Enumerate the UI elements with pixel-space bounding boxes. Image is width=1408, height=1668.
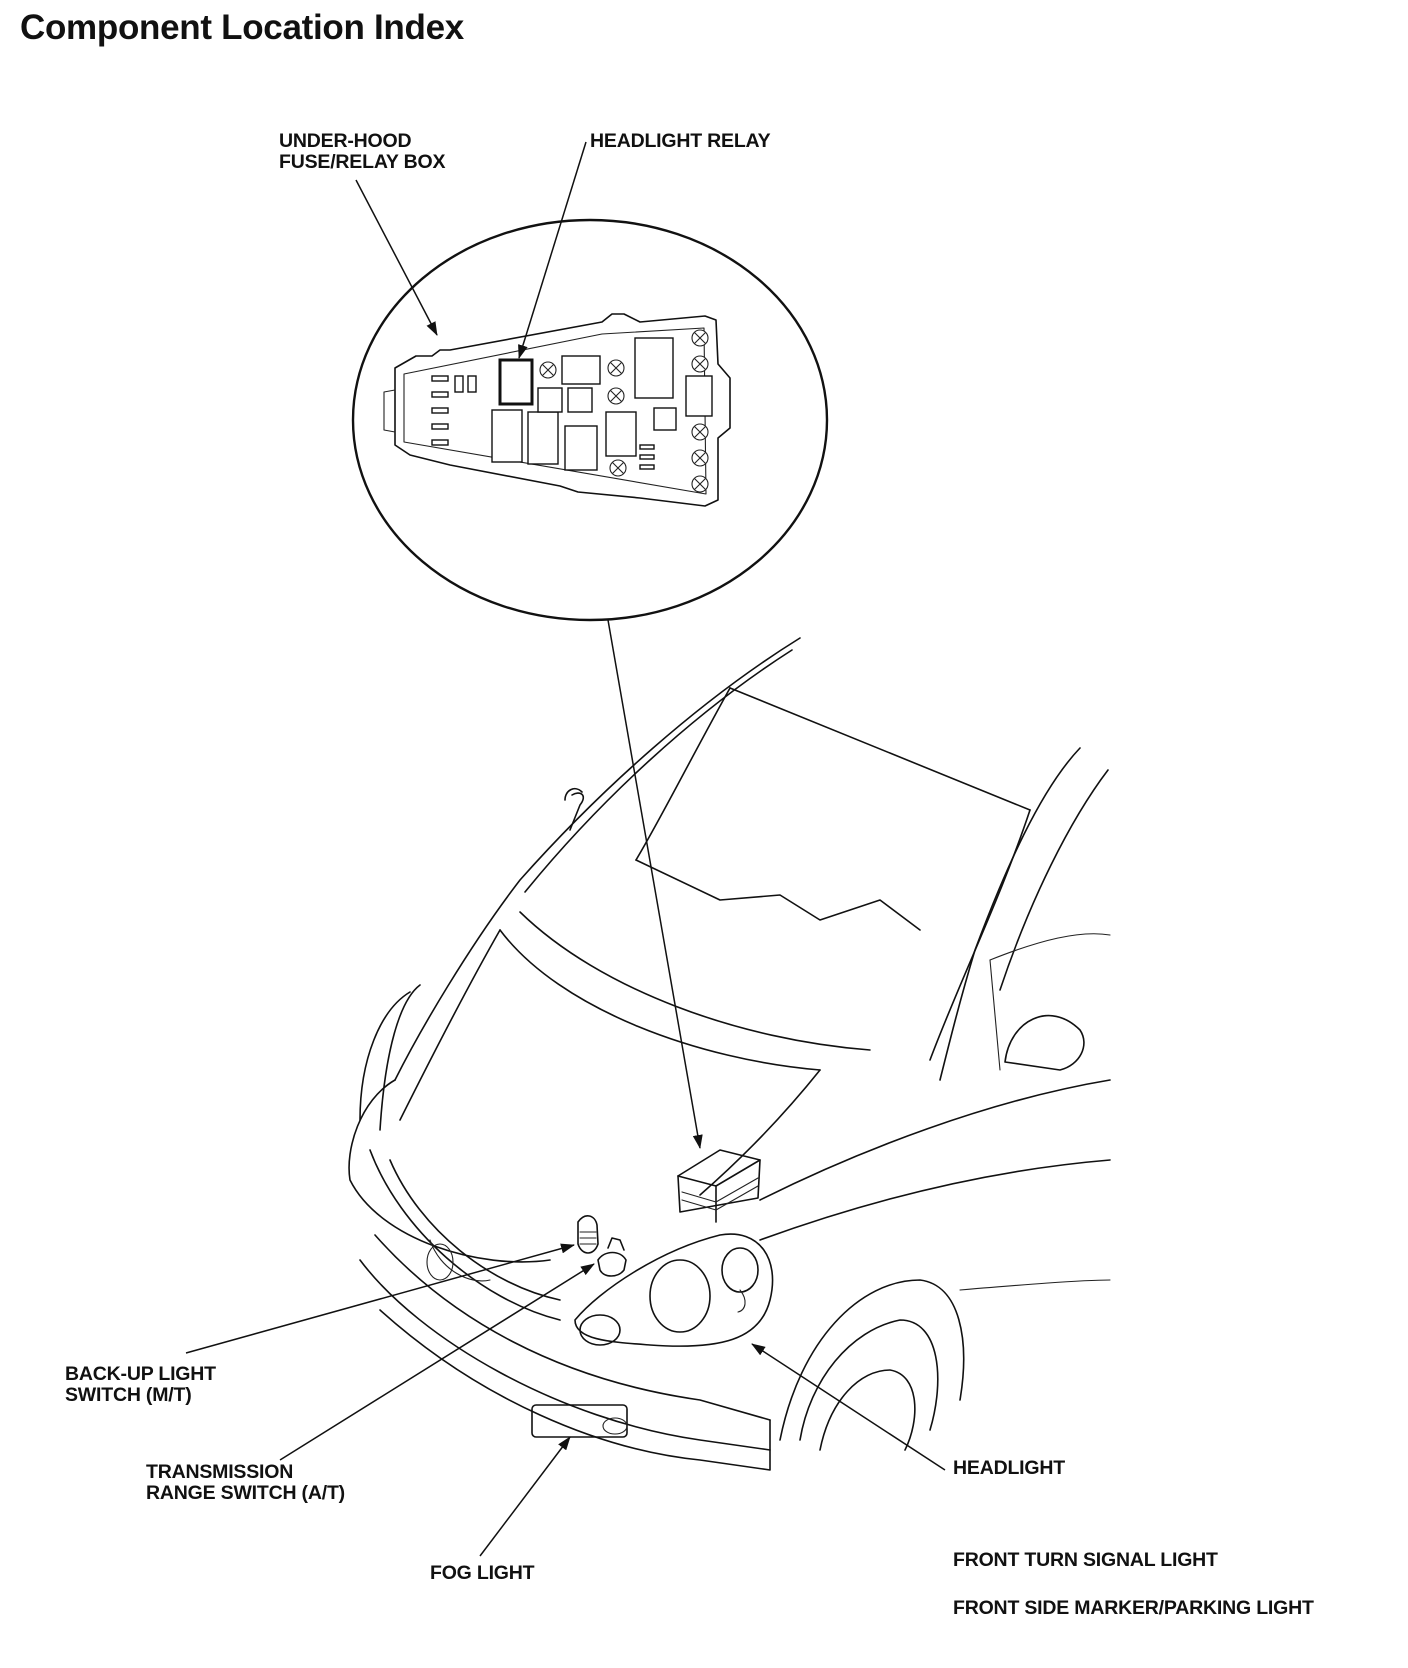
label-line-2: SWITCH (M/T) [65,1384,192,1406]
label-fog-light: FOG LIGHT [430,1562,535,1584]
label-line-1: TRANSMISSION [146,1461,294,1483]
label-line-1: UNDER-HOOD [279,130,412,152]
label-line-2: RANGE SWITCH (A/T) [146,1482,345,1504]
label-headlight-relay: HEADLIGHT RELAY [590,130,771,152]
label-line-2: FUSE/RELAY BOX [279,151,446,173]
label-under-hood-fuse-relay-box: UNDER-HOOD FUSE/RELAY BOX [279,131,445,173]
fuse-relay-box-illustration [383,313,731,507]
vehicle-front-illustration [348,637,1111,1471]
label-line-1: BACK-UP LIGHT [65,1363,216,1385]
label-front-turn-signal-light: FRONT TURN SIGNAL LIGHT [953,1549,1218,1571]
label-transmission-range-switch: TRANSMISSION RANGE SWITCH (A/T) [146,1462,345,1504]
label-front-side-marker-parking-light: FRONT SIDE MARKER/PARKING LIGHT [953,1597,1314,1619]
label-headlight: HEADLIGHT [953,1457,1065,1479]
page-title: Component Location Index [20,8,464,47]
callout-leaders [185,141,946,1557]
label-back-up-light-switch: BACK-UP LIGHT SWITCH (M/T) [65,1364,216,1406]
detail-callout-circle [351,218,829,622]
